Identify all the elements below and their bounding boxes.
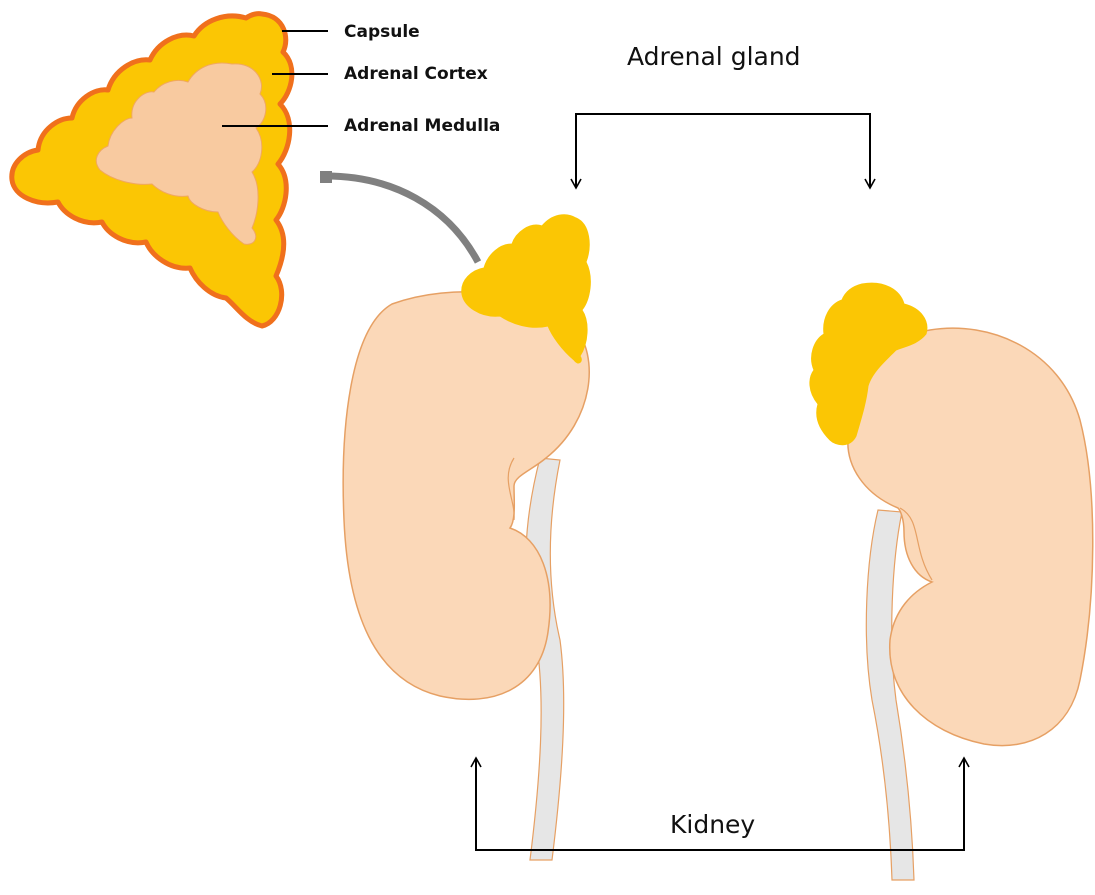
adrenal-medulla-label: Adrenal Medulla: [344, 118, 500, 135]
capsule-label: Capsule: [344, 24, 420, 41]
kidney-label: Kidney: [670, 812, 755, 837]
adrenal-gland-label: Adrenal gland: [627, 44, 801, 69]
adrenal-cross-section: [12, 14, 292, 326]
callout-arrow: [320, 171, 478, 262]
adrenal-cortex-label: Adrenal Cortex: [344, 66, 488, 83]
adrenal-gland-bracket: [576, 114, 870, 188]
